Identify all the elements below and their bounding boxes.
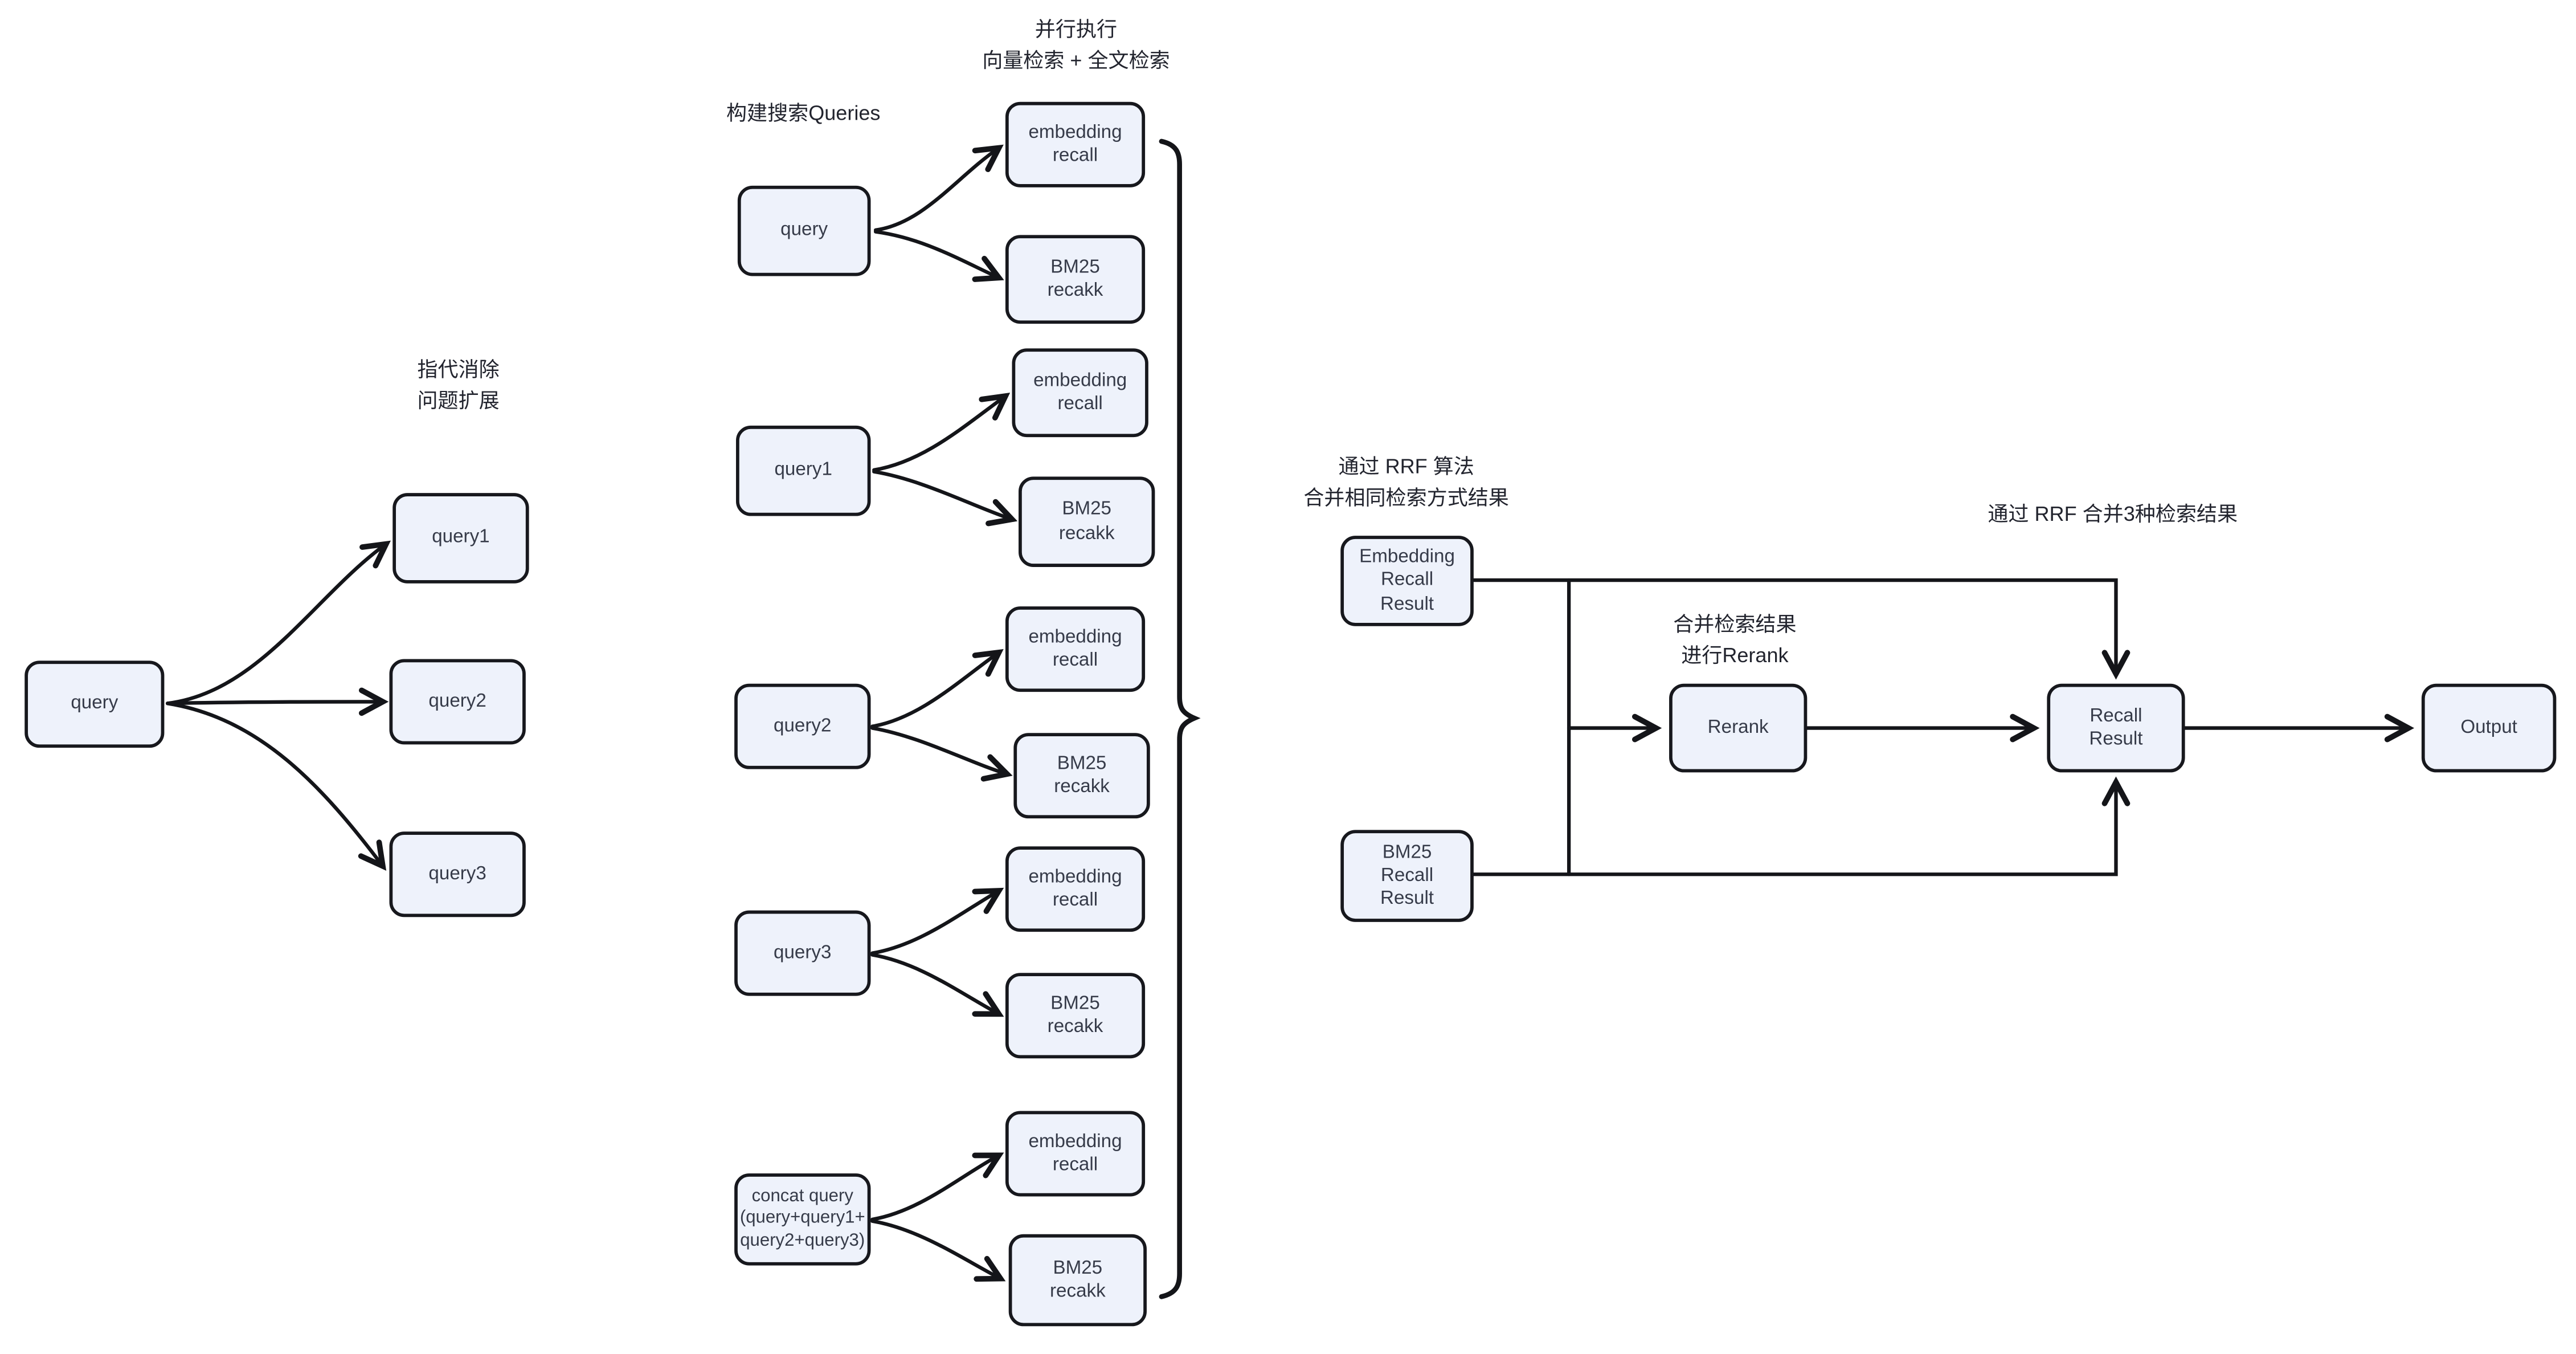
node-embedding-recall-2[interactable]: embedding recall — [1012, 348, 1148, 438]
label-parallel-exec: 并行执行 向量检索 + 全文检索 — [982, 18, 1170, 72]
label-coref-expand: 指代消除 问题扩展 — [417, 358, 500, 413]
node-concat-query[interactable]: concat query (query+query1+ query2+query… — [734, 1173, 871, 1266]
node-query3[interactable]: query3 — [389, 831, 526, 917]
node-embedding-recall-1[interactable]: embedding recall — [1005, 101, 1146, 187]
node-mid-query-3[interactable]: query2 — [734, 683, 871, 769]
node-recall-result[interactable]: Recall Result — [2047, 683, 2185, 773]
node-query1[interactable]: query1 — [392, 493, 529, 584]
node-embedding-recall-3[interactable]: embedding recall — [1005, 606, 1146, 692]
arrow-mq-to-bm25-4 — [870, 953, 1004, 1017]
arrow-query-to-query3 — [165, 702, 387, 871]
node-mid-query-4[interactable]: query3 — [734, 910, 871, 996]
node-query2[interactable]: query2 — [389, 659, 526, 745]
arrow-mq-to-bm25-2 — [872, 470, 1018, 527]
arrow-mq-to-bm25-3 — [870, 726, 1013, 782]
arrow-mq-to-embedding-3 — [870, 649, 1004, 728]
arrow-query-to-query2 — [165, 687, 389, 716]
label-build-queries: 构建搜索Queries — [726, 101, 881, 125]
node-rerank[interactable]: Rerank — [1669, 683, 1808, 773]
node-bm25-recall-result[interactable]: BM25 Recall Result — [1340, 830, 1474, 922]
label-merge-rerank: 合并检索结果 进行Rerank — [1673, 613, 1797, 667]
line-bm25-result-to-recall-bottom — [1471, 776, 2131, 876]
node-bm25-recall-1[interactable]: BM25 recakk — [1005, 235, 1146, 324]
label-rrf-merge-three: 通过 RRF 合并3种检索结果 — [1988, 503, 2238, 526]
arrow-query-to-query1 — [165, 540, 391, 705]
node-mid-query-1[interactable]: query — [737, 185, 871, 276]
line-embedding-result-to-recall-top — [1471, 578, 2131, 680]
node-query[interactable]: query — [24, 660, 165, 748]
brace — [1159, 138, 1201, 1299]
arrow-mq-to-embedding-1 — [873, 144, 1004, 232]
arrow-mq-to-bm25-5 — [870, 1219, 1006, 1282]
node-bm25-recall-3[interactable]: BM25 recakk — [1013, 733, 1150, 819]
arrow-mq-to-bm25-1 — [873, 230, 1004, 282]
node-embedding-recall-result[interactable]: Embedding Recall Result — [1340, 536, 1474, 626]
label-rrf-merge-same: 通过 RRF 算法 合并相同检索方式结果 — [1303, 455, 1509, 509]
node-mid-query-2[interactable]: query1 — [735, 425, 871, 516]
node-output[interactable]: Output — [2421, 683, 2557, 773]
arrow-mq-to-embedding-4 — [870, 887, 1004, 955]
node-embedding-recall-5[interactable]: embedding recall — [1005, 1111, 1146, 1197]
node-bm25-recall-2[interactable]: BM25 recakk — [1019, 476, 1155, 567]
node-bm25-recall-4[interactable]: BM25 recakk — [1005, 973, 1146, 1059]
arrow-mq-to-embedding-5 — [870, 1152, 1004, 1222]
node-bm25-recall-5[interactable]: BM25 recakk — [1008, 1234, 1147, 1327]
arrow-mq-to-embedding-2 — [872, 392, 1011, 472]
node-embedding-recall-4[interactable]: embedding recall — [1005, 846, 1146, 932]
